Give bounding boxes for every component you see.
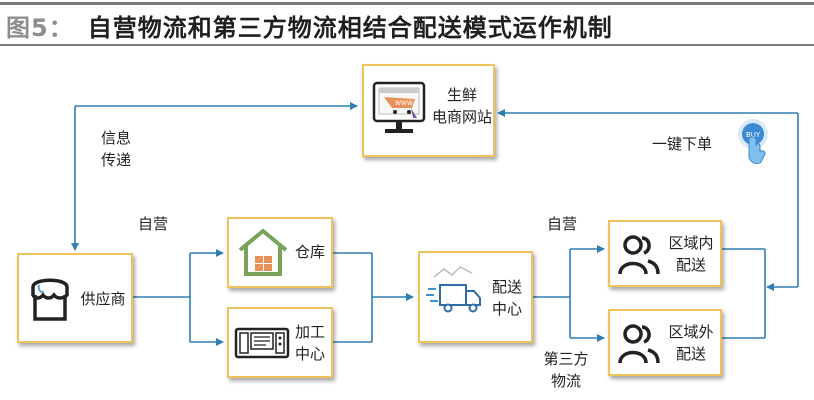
region-outer-label-line2: 配送	[675, 345, 706, 363]
region-inner-label-line1: 区域内	[668, 234, 714, 252]
buy-text: BUY	[746, 131, 761, 139]
ecommerce-label-line2: 电商网站	[431, 108, 492, 126]
buy-button-icon: BUY	[738, 119, 768, 165]
info-transfer-label-line2: 传递	[100, 151, 131, 169]
figure-title: 自营物流和第三方物流相结合配送模式运作机制	[87, 13, 613, 42]
delivery-truck-icon	[426, 266, 481, 313]
warehouse-label: 仓库	[294, 243, 325, 261]
node-processing-center: 加工 中心	[227, 307, 333, 378]
node-ecommerce: WWW 生鲜 电商网站	[362, 64, 495, 157]
person-icon	[618, 235, 660, 275]
supplier-label: 供应商	[80, 290, 126, 308]
ecommerce-label-line1: 生鲜	[446, 86, 477, 104]
processing-label-line2: 中心	[294, 345, 325, 363]
distribution-label-line1: 配送	[491, 278, 522, 296]
node-region-inner: 区域内 配送	[608, 220, 722, 287]
header-bottom-rule	[0, 44, 814, 46]
svg-text:WWW: WWW	[395, 100, 413, 107]
region-inner-label-line2: 配送	[675, 256, 706, 274]
one-click-order-label: 一键下单	[652, 135, 713, 153]
machine-icon	[234, 327, 290, 359]
store-icon	[31, 278, 69, 321]
distribution-label-line2: 中心	[491, 300, 522, 318]
node-supplier: 供应商	[17, 253, 133, 343]
third-party-label-line1: 第三方	[543, 350, 589, 368]
node-region-outer: 区域外 配送	[608, 309, 722, 376]
warehouse-house-icon	[238, 229, 288, 276]
computer-shop-icon: WWW	[372, 81, 426, 133]
node-distribution-center: 配送 中心	[418, 251, 533, 343]
figure-label: 图5：	[6, 13, 74, 42]
info-transfer-label-line1: 信息	[100, 129, 131, 147]
third-party-label-line2: 物流	[550, 372, 581, 390]
person-icon	[618, 324, 660, 364]
figure-header: 图5： 自营物流和第三方物流相结合配送模式运作机制	[6, 8, 613, 42]
self-operated-label-right: 自营	[546, 215, 577, 233]
node-warehouse: 仓库	[227, 217, 333, 288]
header-top-rule	[0, 2, 814, 5]
region-outer-label-line1: 区域外	[668, 323, 714, 341]
self-operated-label-left: 自营	[137, 215, 168, 233]
processing-label-line1: 加工	[294, 323, 325, 341]
